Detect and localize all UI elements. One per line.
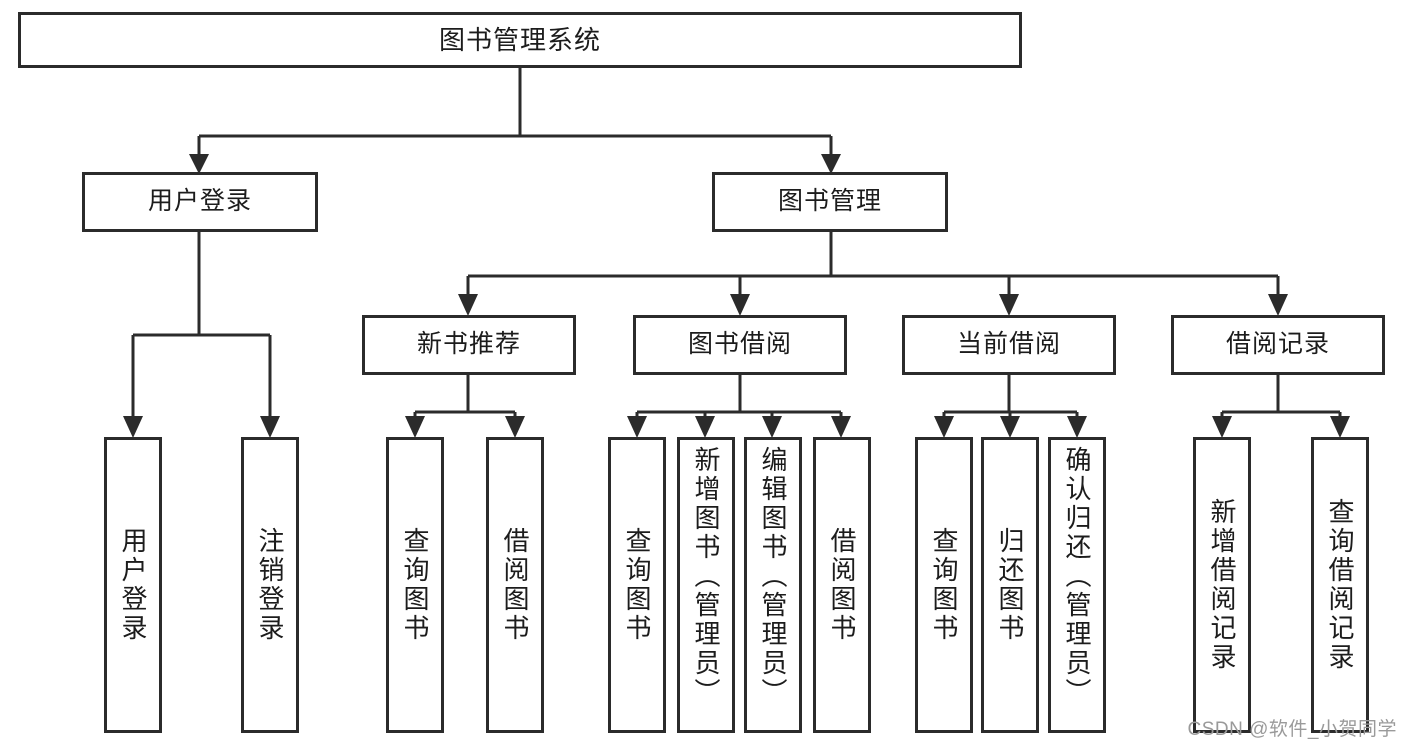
- leaf-query-book-borrow[interactable]: 查询图书: [608, 437, 666, 733]
- node-label: 查询借阅记录: [1325, 498, 1355, 672]
- node-label: 用户登录: [147, 187, 252, 216]
- node-label: 新增借阅记录: [1207, 498, 1237, 672]
- node-label: 图书借阅: [687, 330, 792, 359]
- leaf-borrow-book-rec[interactable]: 借阅图书: [486, 437, 544, 733]
- leaf-query-borrow-record[interactable]: 查询借阅记录: [1311, 437, 1369, 733]
- node-label: 查询图书: [929, 527, 959, 643]
- leaf-edit-book-admin[interactable]: 编辑图书（管理员）: [744, 437, 802, 733]
- node-book-manage[interactable]: 图书管理: [712, 172, 948, 232]
- leaf-add-book-admin[interactable]: 新增图书（管理员）: [677, 437, 735, 733]
- leaf-add-borrow-record[interactable]: 新增借阅记录: [1193, 437, 1251, 733]
- node-label: 用户登录: [118, 527, 148, 643]
- node-new-book-rec[interactable]: 新书推荐: [362, 315, 576, 375]
- node-label: 图书管理系统: [438, 24, 601, 55]
- node-label: 注销登录: [255, 527, 285, 643]
- node-borrow-record[interactable]: 借阅记录: [1171, 315, 1385, 375]
- node-user-login[interactable]: 用户登录: [82, 172, 318, 232]
- leaf-return-book[interactable]: 归还图书: [981, 437, 1039, 733]
- node-label: 借阅记录: [1225, 330, 1330, 359]
- node-current-borrow[interactable]: 当前借阅: [902, 315, 1116, 375]
- node-label: 当前借阅: [956, 330, 1061, 359]
- watermark-text: CSDN @软件_小贺同学: [1187, 719, 1397, 740]
- node-label: 归还图书: [995, 527, 1025, 643]
- leaf-query-book-current[interactable]: 查询图书: [915, 437, 973, 733]
- node-label: 新增图书（管理员）: [691, 446, 721, 707]
- leaf-user-login[interactable]: 用户登录: [104, 437, 162, 733]
- node-label: 编辑图书（管理员）: [758, 446, 788, 707]
- node-label: 查询图书: [400, 527, 430, 643]
- node-label: 确认归还（管理员）: [1062, 446, 1092, 707]
- node-label: 图书管理: [777, 187, 882, 216]
- node-label: 新书推荐: [416, 330, 521, 359]
- leaf-query-book-rec[interactable]: 查询图书: [386, 437, 444, 733]
- node-label: 借阅图书: [500, 527, 530, 643]
- leaf-logout-login[interactable]: 注销登录: [241, 437, 299, 733]
- node-label: 查询图书: [622, 527, 652, 643]
- node-root-system[interactable]: 图书管理系统: [18, 12, 1022, 68]
- node-book-borrow[interactable]: 图书借阅: [633, 315, 847, 375]
- node-label: 借阅图书: [827, 527, 857, 643]
- leaf-confirm-return-admin[interactable]: 确认归还（管理员）: [1048, 437, 1106, 733]
- leaf-borrow-book-borrow[interactable]: 借阅图书: [813, 437, 871, 733]
